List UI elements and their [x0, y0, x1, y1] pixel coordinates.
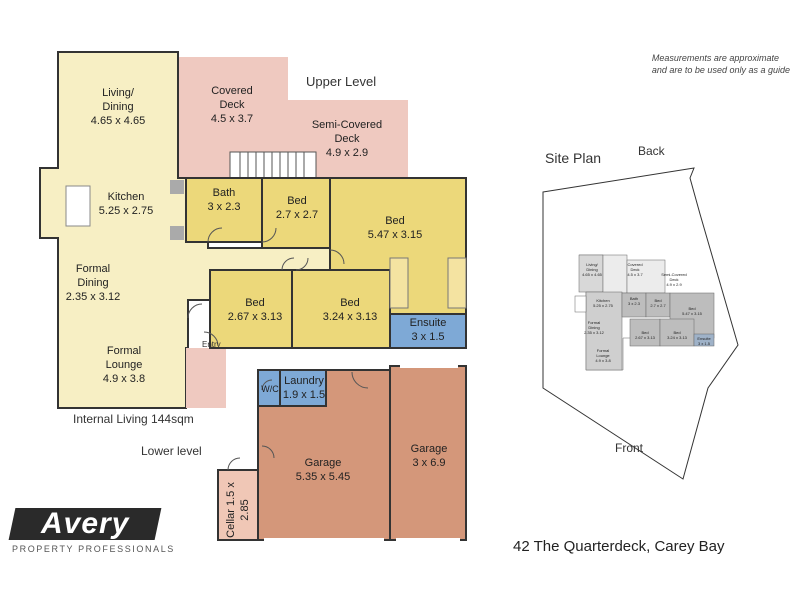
bed-a-room: [209, 269, 293, 349]
mini-label-bath: Bath 3 x 2.3: [627, 296, 640, 306]
room-label-wc: W/C: [258, 382, 282, 396]
room-name: Laundry: [284, 375, 324, 387]
room-name: Bath: [212, 187, 236, 199]
room-name: Garage: [304, 457, 342, 469]
site-back-label: Back: [638, 144, 665, 158]
room-name: Bed: [340, 297, 360, 309]
room-label-laundry: Laundry 1.9 x 1.5: [280, 374, 328, 402]
room-dim: 4.9 x 2.9: [325, 147, 369, 159]
room-dim: 3 x 6.9: [412, 457, 446, 469]
room-dim: 4.5 x 3.7: [210, 113, 254, 125]
brand-tagline: PROPERTY PROFESSIONALS: [12, 544, 175, 554]
mini-label-bed3: Bed 2.67 x 3.13: [635, 330, 655, 340]
room-dim: 5.47 x 3.15: [367, 229, 423, 241]
room-name: W/C: [261, 384, 279, 394]
mini-label-lounge: Formal Lounge 4.9 x 3.8: [595, 348, 611, 363]
ensuite-room: [389, 313, 467, 349]
mini-label-bed1: Bed 2.7 x 2.7: [650, 298, 666, 308]
room-label-garage-main: Garage 5.35 x 5.45: [278, 456, 368, 484]
room-label-bed-a: Bed 2.67 x 3.13: [220, 296, 290, 324]
wardrobe: [447, 257, 467, 309]
room-name: Semi-Covered Deck: [311, 119, 383, 145]
stairs: [229, 151, 317, 179]
garage-door: [396, 538, 460, 542]
wardrobe: [389, 257, 409, 309]
room-name: Covered Deck: [211, 85, 253, 111]
room-name: Cellar: [225, 509, 237, 538]
room-name: Ensuite: [409, 317, 447, 329]
site-footprint: [574, 254, 715, 371]
disclaimer-note: Measurements are approximate and are to …: [652, 52, 790, 76]
room-name: Bed: [287, 195, 307, 207]
room-name: Kitchen: [107, 191, 145, 203]
door-swings: [187, 227, 369, 471]
mini-label-living: Living/ Dining 4.65 x 4.65: [582, 262, 602, 277]
mini-label-semi: Semi-Covered Deck 4.9 x 2.9: [661, 272, 687, 287]
entry-porch: [186, 348, 226, 408]
room-name: Bed: [385, 215, 405, 227]
room-dim: 3 x 2.3: [207, 201, 241, 213]
mini-label-bed2: Bed 5.47 x 3.15: [682, 306, 702, 316]
room-label-semi-deck: Semi-Covered Deck 4.9 x 2.9: [302, 118, 392, 160]
room-label-living: Living/ Dining 4.65 x 4.65: [78, 86, 158, 128]
room-dim: 5.25 x 2.75: [98, 205, 154, 217]
room-name: Living/ Dining: [102, 87, 134, 113]
garage-door: [400, 364, 458, 368]
room-dim: 3.24 x 3.13: [322, 311, 378, 323]
room-name: Formal Lounge: [105, 345, 143, 371]
room-label-formal-dining: Formal Dining 2.35 x 3.12: [58, 262, 128, 304]
mini-label-bed4: Bed 3.24 x 3.13: [667, 330, 687, 340]
room-name: Bed: [245, 297, 265, 309]
mini-label-covered: Covered Deck 4.5 x 3.7: [627, 262, 643, 277]
room-label-kitchen: Kitchen 5.25 x 2.75: [86, 190, 166, 218]
room-dim: 5.35 x 5.45: [295, 471, 351, 483]
internal-living-label: Internal Living 144sqm: [73, 412, 194, 426]
room-name: Garage: [410, 443, 448, 455]
site-front-label: Front: [615, 441, 644, 455]
bed-b-room: [291, 269, 391, 349]
lower-level-label: Lower level: [141, 444, 202, 458]
mini-label-kitchen: Kitchen 5.25 x 2.75: [593, 298, 613, 308]
room-label-formal-lounge: Formal Lounge 4.9 x 3.8: [74, 344, 174, 386]
disclaimer-line-1: Measurements are approximate: [651, 53, 779, 63]
kitchen-appliance: [170, 226, 184, 240]
kitchen-bench: [65, 185, 91, 227]
disclaimer-line-2: and are to be used only as a guide: [651, 65, 790, 75]
room-label-ensuite: Ensuite 3 x 1.5: [392, 316, 464, 344]
room-dim: 3 x 1.5: [411, 331, 445, 343]
room-name: Formal Dining: [75, 263, 111, 289]
room-label-cellar: Cellar 1.5 x 2.85: [224, 474, 252, 546]
room-dim: 2.67 x 3.13: [227, 311, 283, 323]
brand-logo: Avery PROPERTY PROFESSIONALS: [8, 507, 175, 554]
room-label-garage-side: Garage 3 x 6.9: [394, 442, 464, 470]
room-dim: 2.35 x 3.12: [65, 291, 121, 303]
site-boundary: [542, 167, 739, 480]
kitchen-appliance: [170, 180, 184, 194]
room-label-bath: Bath 3 x 2.3: [192, 186, 256, 214]
garage-door: [264, 538, 384, 542]
room-label-bed-large: Bed 5.47 x 3.15: [350, 214, 440, 242]
mini-label-dining: Formal Dining 2.35 x 3.12: [584, 320, 604, 335]
room-dim: 4.9 x 3.8: [102, 373, 146, 385]
upper-level-label: Upper Level: [306, 74, 377, 89]
entry-label: Entry: [202, 340, 221, 349]
room-dim: 4.65 x 4.65: [90, 115, 146, 127]
room-label-covered-deck: Covered Deck 4.5 x 3.7: [192, 84, 272, 126]
cellar-room: [217, 469, 259, 541]
covered-deck-area: [178, 57, 408, 178]
room-dim: 2.7 x 2.7: [275, 209, 319, 221]
room-label-bed-small: Bed 2.7 x 2.7: [264, 194, 330, 222]
room-label-bed-b: Bed 3.24 x 3.13: [310, 296, 390, 324]
mini-label-ens: Ensuite 3 x 1.5: [697, 336, 711, 346]
room-dim: 1.9 x 1.5: [282, 389, 326, 401]
site-plan-title: Site Plan: [545, 150, 602, 166]
address-label: 42 The Quarterdeck, Carey Bay: [513, 538, 725, 555]
brand-name: Avery: [40, 507, 130, 540]
